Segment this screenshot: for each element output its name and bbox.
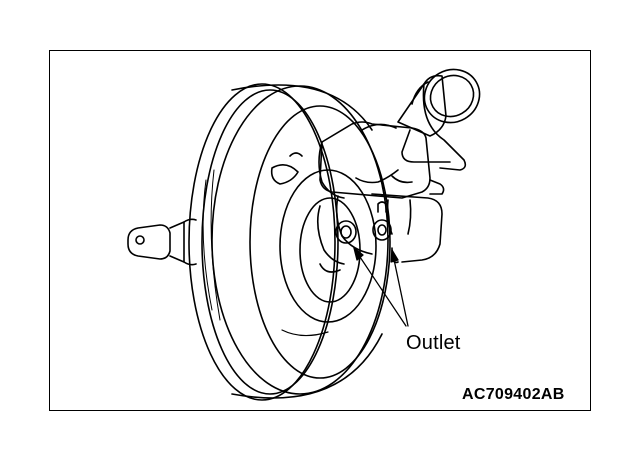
pushrod-clevis: [127, 218, 197, 266]
fluid-reservoir: [397, 68, 481, 171]
figure-code-label: AC709402AB: [462, 386, 565, 403]
booster-shell: [188, 83, 389, 401]
figure-frame: [49, 50, 591, 411]
master-cylinder: [316, 121, 445, 273]
outlet-leader-arrows: [353, 247, 409, 327]
booster-face: [249, 105, 391, 379]
outlet-label: Outlet: [406, 332, 461, 354]
